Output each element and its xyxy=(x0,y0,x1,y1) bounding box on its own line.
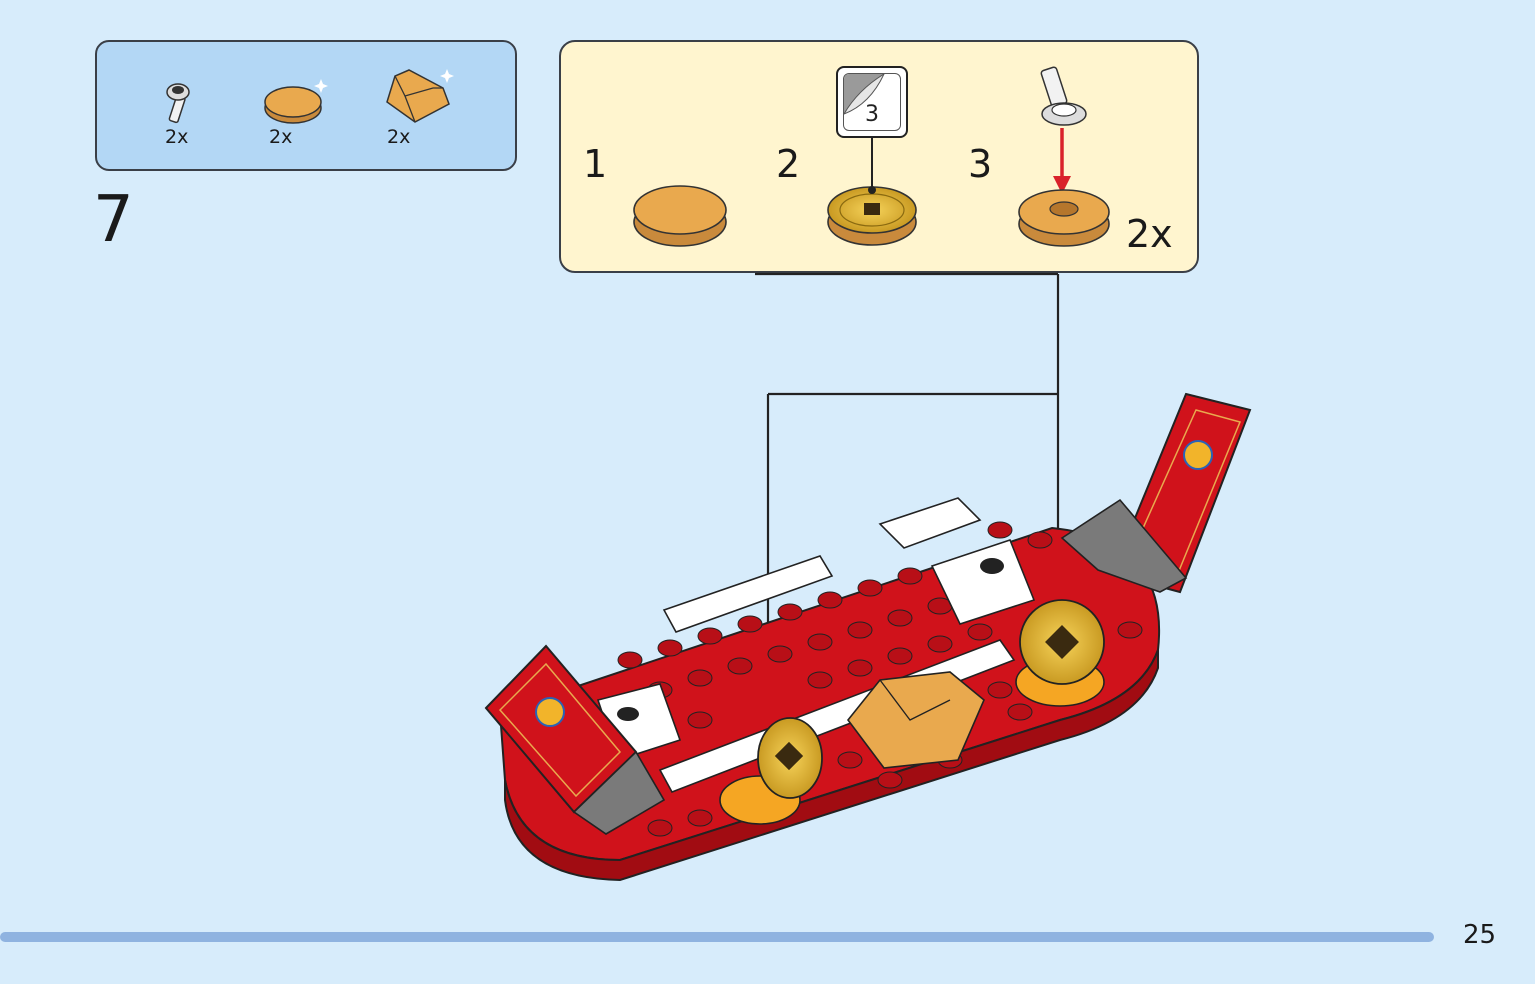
part-quantity: 2x xyxy=(165,126,189,148)
round-tile-part-icon xyxy=(264,79,328,124)
ingot-part-icon xyxy=(386,69,454,123)
clip-part-icon xyxy=(166,83,190,124)
sticker-number: 3 xyxy=(865,102,879,127)
clip-icon xyxy=(1040,66,1087,126)
page-number: 25 xyxy=(1463,920,1497,950)
step-number: 7 xyxy=(93,183,134,257)
parts-list-box: 2x 2x 2x xyxy=(95,40,517,171)
sub-assembly-multiplier: 2x xyxy=(1126,212,1173,256)
round-tile-icon xyxy=(633,185,727,247)
sticker-callout: 3 xyxy=(836,66,908,138)
part-quantity: 2x xyxy=(269,126,293,148)
coin-tile-icon xyxy=(827,186,917,246)
page-progress-bar xyxy=(0,932,1434,942)
sub-step-1-number: 1 xyxy=(583,142,608,186)
part-quantity: 2x xyxy=(387,126,411,148)
round-plate-icon xyxy=(1018,189,1110,247)
sub-step-3-number: 3 xyxy=(968,142,993,186)
sticker-peel-icon xyxy=(844,74,885,115)
boat-model xyxy=(484,392,1252,882)
sub-step-2-number: 2 xyxy=(776,142,801,186)
